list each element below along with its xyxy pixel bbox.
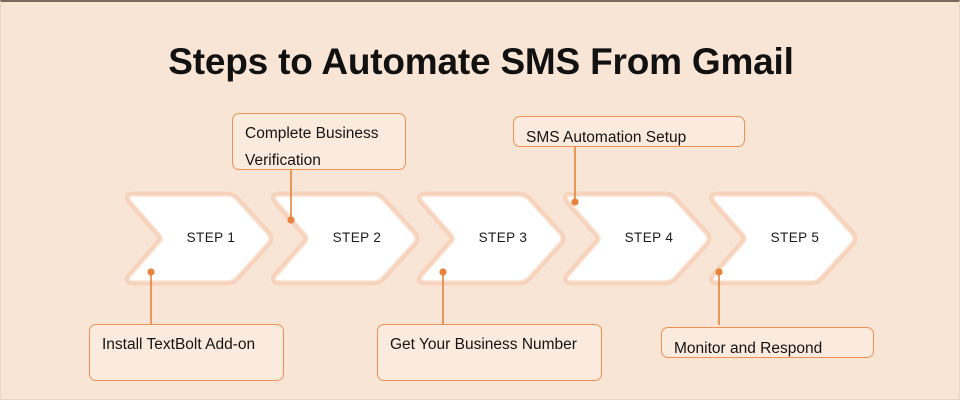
connector-dot-group-bottom (147, 268, 723, 276)
callout-get-your-business-number[interactable]: Get Your Business Number (377, 324, 602, 381)
page-title: Steps to Automate SMS From Gmail (168, 41, 794, 82)
connector-dot-install (147, 268, 155, 276)
connector-dot-verification (287, 216, 295, 224)
step-label-3: STEP 3 (478, 230, 528, 245)
step-label-5: STEP 5 (770, 230, 820, 245)
callout-complete-business-verification[interactable]: Complete Business Verification (232, 113, 406, 170)
callout-sms-automation-setup[interactable]: SMS Automation Setup (513, 116, 745, 147)
callout-install-textbolt-addon[interactable]: Install TextBolt Add-on (89, 324, 284, 381)
connector-group-top (290, 146, 576, 220)
step-label-2: STEP 2 (332, 230, 382, 245)
connector-dot-monitor (715, 268, 723, 276)
callout-monitor-and-respond[interactable]: Monitor and Respond (661, 327, 874, 358)
connector-dot-automation (571, 198, 579, 206)
connector-group-bottom (150, 272, 720, 325)
step-label-4: STEP 4 (624, 230, 674, 245)
step-label-1: STEP 1 (186, 230, 236, 245)
connector-dot-number (439, 268, 447, 276)
connector-dot-group-top (287, 198, 579, 224)
